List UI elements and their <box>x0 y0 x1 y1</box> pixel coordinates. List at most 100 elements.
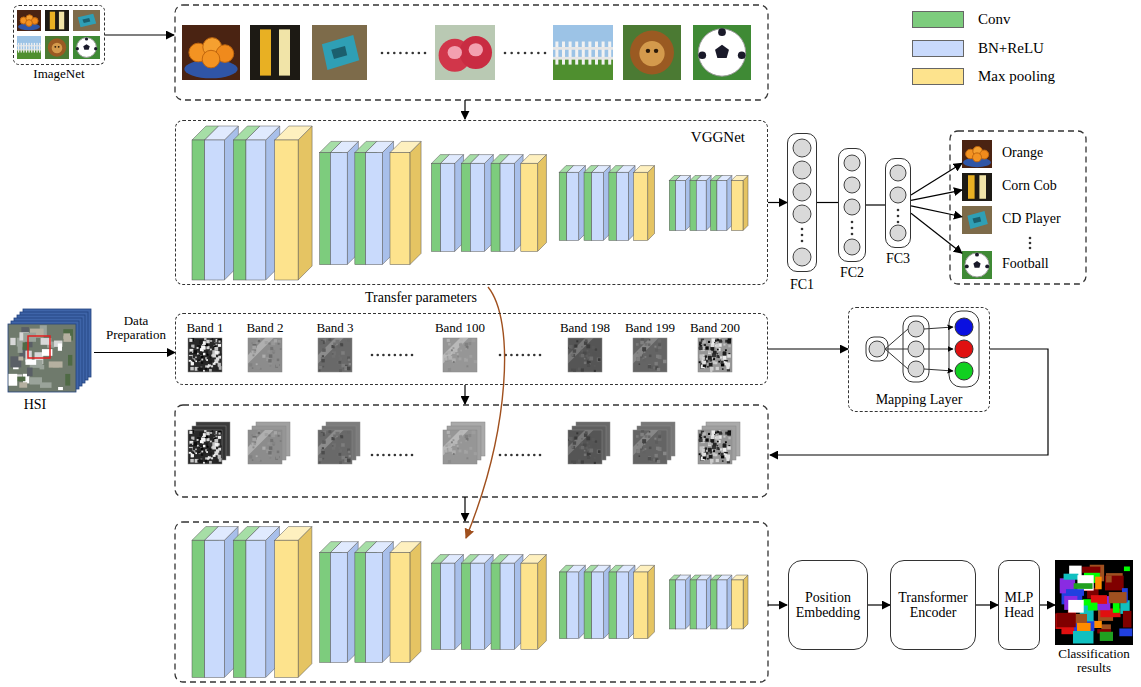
slab-top <box>717 575 732 580</box>
slab-front <box>320 553 331 663</box>
band-pixels <box>257 366 260 369</box>
band-pixels <box>197 448 200 451</box>
photo-part <box>48 38 66 56</box>
band-pixels <box>654 438 656 440</box>
bn-relu-layer <box>470 555 493 650</box>
slab-front <box>696 580 706 629</box>
band-pixels <box>339 357 342 360</box>
band-pixels <box>655 441 658 444</box>
node-label: Band 100 <box>434 321 486 335</box>
band-pixels <box>655 349 658 352</box>
band-pixels <box>319 370 321 372</box>
band-pixels <box>336 340 340 344</box>
ellipsis-dot <box>851 221 854 224</box>
bn-relu-layer <box>470 155 493 252</box>
band-pixels <box>318 430 344 456</box>
band-pixels <box>189 444 192 447</box>
slab-side <box>706 575 711 629</box>
neuron-link <box>924 349 953 350</box>
ellipsis-dot <box>522 454 525 457</box>
band-pixels <box>318 338 344 364</box>
slab-top <box>634 565 655 572</box>
band-pixels <box>573 441 576 444</box>
band-pixels <box>586 344 590 348</box>
band-pixels <box>268 359 271 362</box>
band-pixels <box>569 347 571 349</box>
band-pixels <box>723 444 727 448</box>
band-pixels <box>568 338 602 372</box>
band-pixels <box>649 431 651 433</box>
band-pixels <box>205 460 207 462</box>
band-pixels <box>593 444 597 448</box>
band-pixels <box>709 455 713 459</box>
slab-front <box>690 181 696 231</box>
band-pixels <box>658 435 661 438</box>
band-pixels <box>716 459 719 462</box>
photo-part <box>985 264 989 268</box>
ellipsis-dot <box>897 209 900 212</box>
band-pixels <box>206 340 210 344</box>
ellipsis-dot <box>418 52 421 55</box>
ellipsis-dot <box>387 52 390 55</box>
band-image <box>698 430 732 464</box>
ellipsis-dot <box>527 454 530 457</box>
max-pool-layer <box>521 155 547 252</box>
ellipsis-dot <box>801 228 804 231</box>
hsi-image <box>8 324 76 392</box>
photo-part <box>965 253 989 277</box>
photo-part <box>36 43 37 53</box>
band-pixels <box>212 453 214 455</box>
band-pixels <box>219 433 221 435</box>
slab-front <box>717 580 727 629</box>
photo-part <box>78 14 96 27</box>
band-pixels <box>723 444 727 448</box>
photo-part <box>45 10 69 31</box>
neuron <box>890 165 906 181</box>
band-pixels <box>218 455 221 458</box>
corn-photo <box>45 10 69 31</box>
hsi-image <box>19 382 27 387</box>
slab-front <box>366 553 383 663</box>
band-pixels <box>705 438 708 441</box>
ellipsis-dot <box>516 454 519 457</box>
ellipsis-dot <box>801 240 804 243</box>
band-pixels <box>708 350 711 353</box>
band-pixels <box>443 430 469 456</box>
band-pixels <box>727 446 731 450</box>
band-pixels <box>715 342 717 344</box>
band-pixels <box>336 432 340 436</box>
slab-front <box>431 563 440 649</box>
band-pixels <box>726 363 730 367</box>
band-pixels <box>663 452 667 456</box>
ball-photo <box>962 251 992 279</box>
hsi-image <box>9 374 18 386</box>
band-pixels <box>713 351 717 355</box>
neuron-column <box>866 337 888 361</box>
band-pixels <box>704 453 706 455</box>
photo-part <box>279 29 290 75</box>
slab-side <box>648 166 655 241</box>
slab-side <box>410 542 421 663</box>
band-pixels <box>573 461 576 464</box>
band-pixels <box>719 431 722 434</box>
band-pixels <box>280 348 282 350</box>
corn-photo <box>250 25 300 80</box>
band-pixels <box>218 356 221 359</box>
photo-part <box>83 44 89 50</box>
legend-label: Conv <box>978 11 1011 28</box>
band-pixels <box>569 439 571 441</box>
band-pixels <box>594 370 596 372</box>
photo-part <box>718 28 726 36</box>
band-pixels <box>581 442 583 444</box>
neuron-link <box>885 329 908 349</box>
band-pixels <box>248 430 274 456</box>
band-pixels <box>256 342 258 344</box>
band-pixels <box>727 354 731 358</box>
band-pixels <box>588 445 590 447</box>
photo-part <box>698 29 745 76</box>
band-pixels <box>254 351 256 353</box>
band-pixels <box>717 348 720 351</box>
slab-top <box>616 166 635 173</box>
neuron-link <box>885 349 908 369</box>
